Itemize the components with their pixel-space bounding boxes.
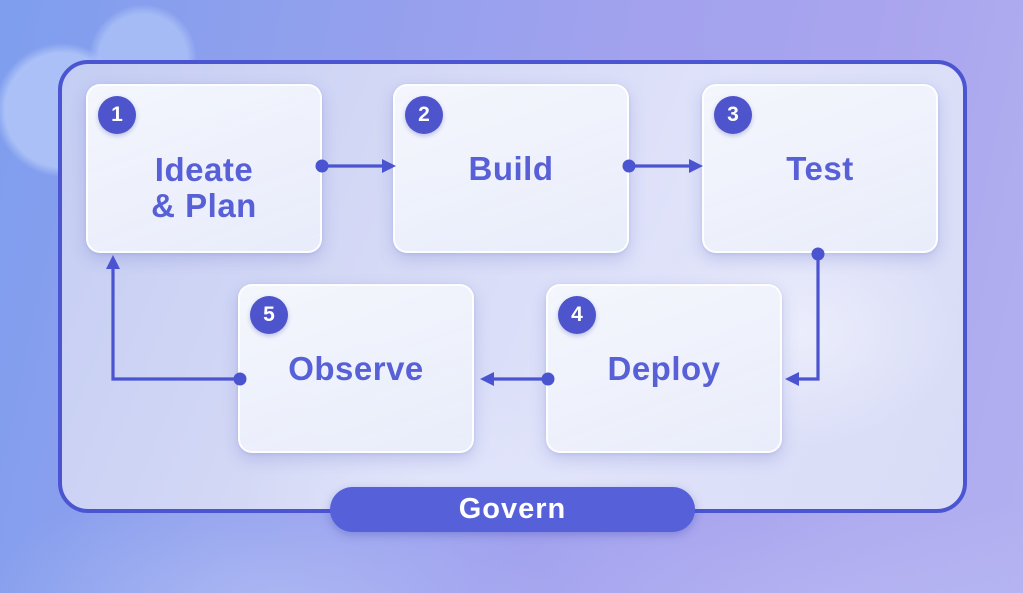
step-card-build: 2 Build [393, 84, 629, 253]
step-number-badge: 5 [250, 296, 288, 334]
step-title-line: Observe [288, 349, 424, 387]
step-number-badge: 4 [558, 296, 596, 334]
step-title-line: Test [786, 149, 854, 187]
govern-banner-label: Govern [458, 493, 567, 525]
step-title: Build [469, 151, 554, 187]
step-card-ideate-plan: 1 Ideate & Plan [86, 84, 322, 253]
step-number-badge: 3 [714, 96, 752, 134]
step-card-deploy: 4 Deploy [546, 284, 782, 453]
step-number-badge: 1 [98, 96, 136, 134]
step-title: Deploy [607, 351, 720, 387]
step-title: Test [786, 151, 853, 187]
step-title-line: Build [468, 149, 554, 187]
step-title: Observe [288, 351, 424, 387]
step-title: Ideate & Plan [151, 152, 257, 223]
step-card-test: 3 Test [702, 84, 938, 253]
govern-banner: Govern [330, 487, 695, 532]
step-title-line: Deploy [607, 349, 721, 387]
step-title-line: Ideate [154, 150, 254, 188]
step-title-line: & Plan [151, 186, 257, 224]
step-card-observe: 5 Observe [238, 284, 474, 453]
step-number-badge: 2 [405, 96, 443, 134]
